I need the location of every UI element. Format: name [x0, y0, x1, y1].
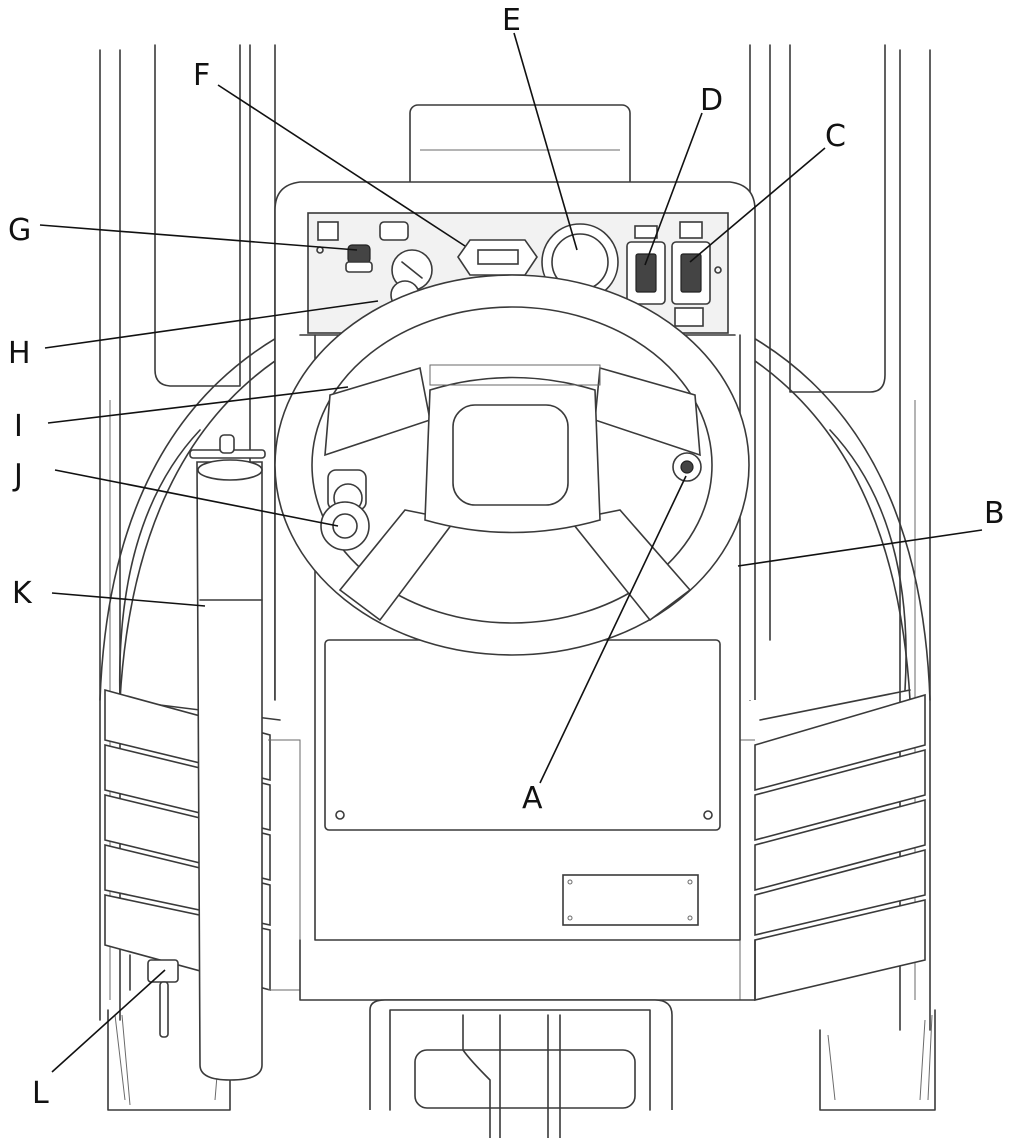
leader-l [51, 969, 166, 1073]
control-c-rocker-switch[interactable] [671, 221, 722, 327]
leader-e [513, 32, 578, 251]
callout-h: H [8, 336, 31, 371]
callout-i: I [14, 409, 23, 444]
control-d-rocker-switch[interactable] [626, 225, 666, 305]
part-k-cylinder [189, 434, 266, 1081]
right-frame [749, 44, 931, 1031]
leader-d [644, 112, 703, 266]
leader-i [47, 386, 349, 424]
steering-wheel[interactable] [274, 274, 750, 656]
steering-column [409, 104, 631, 201]
callout-j: J [12, 458, 23, 493]
callout-f: F [193, 58, 210, 93]
leader-j [54, 469, 339, 527]
callout-g: G [8, 213, 31, 248]
leader-b [737, 529, 983, 567]
right-tire [819, 1009, 936, 1111]
callout-l: L [32, 1076, 49, 1111]
callout-c: C [825, 119, 846, 154]
callout-a: A [522, 781, 543, 816]
foot-well [369, 999, 673, 1138]
center-body [299, 334, 756, 1001]
leader-lines [39, 32, 983, 1073]
control-a-horn-button[interactable] [672, 452, 702, 482]
callout-d: D [700, 83, 723, 118]
leader-f [217, 84, 466, 247]
callout-e: E [502, 3, 521, 38]
callout-labels: A B C D E F G H I J K L [8, 3, 1005, 1111]
right-step-panels [739, 693, 926, 1002]
leader-c [689, 147, 826, 263]
leader-h [44, 300, 379, 349]
control-j-emergency-stop[interactable] [320, 469, 370, 551]
callout-b: B [984, 496, 1005, 531]
leader-a [539, 475, 687, 784]
leader-g [39, 224, 358, 251]
leader-k [51, 592, 206, 607]
callout-k: K [12, 576, 33, 611]
control-f-hour-meter [457, 239, 538, 276]
